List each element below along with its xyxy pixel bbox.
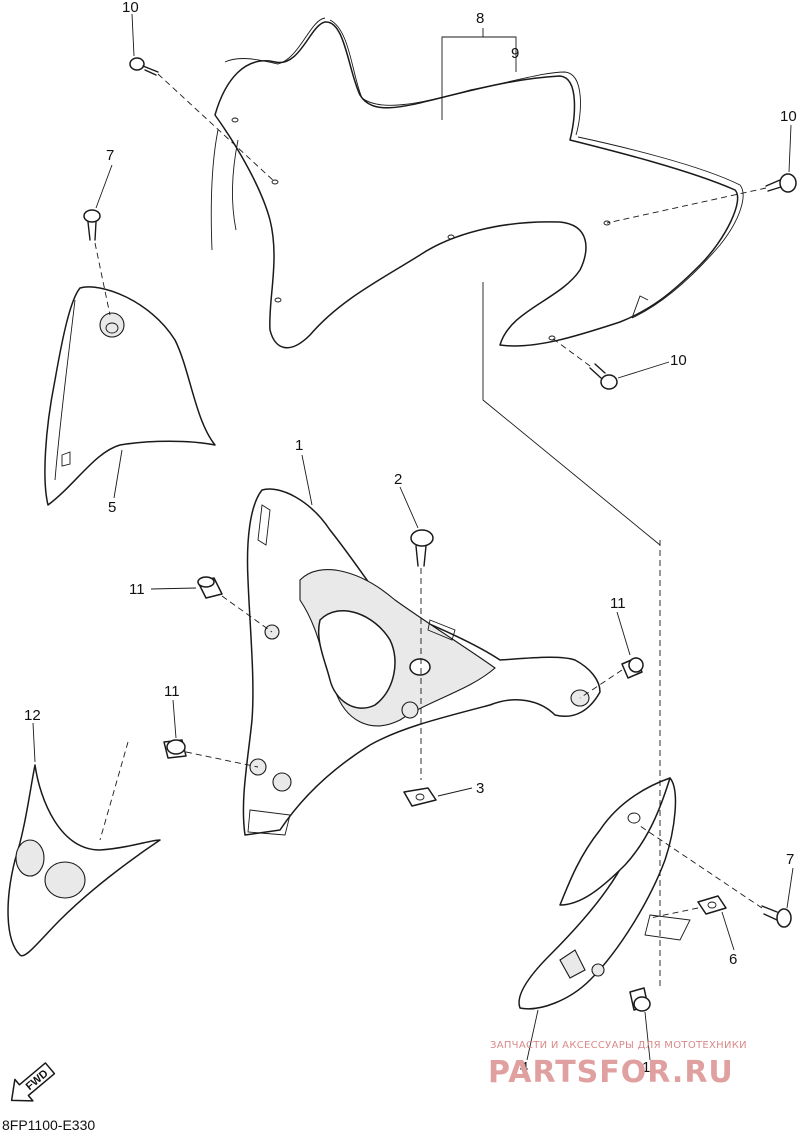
lower-panel-12 [7, 741, 161, 957]
collar-11-d [629, 987, 651, 1012]
leader-lines [32, 13, 794, 1061]
drawing-code: 8FP1100-E330 [2, 1117, 95, 1132]
clip-7-right [639, 825, 792, 928]
callout-7: 7 [106, 147, 114, 164]
screw-10-right [606, 173, 797, 224]
callout-8: 8 [476, 10, 484, 27]
callout-11: 11 [642, 1059, 658, 1076]
nut-3 [403, 787, 437, 807]
callout-3: 3 [476, 780, 484, 797]
callout-5: 5 [108, 499, 116, 516]
callout-11: 11 [129, 581, 145, 598]
callout-11: 11 [610, 595, 626, 612]
screw-10-bottom [551, 337, 618, 390]
side-panel-4 [482, 282, 691, 1010]
watermark: ЗАПЧАСТИ И АКСЕССУАРЫ ДЛЯ МОТОТЕХНИКИ PA… [488, 1040, 747, 1090]
fwd-arrow: FWD [10, 1062, 56, 1102]
callout-10: 10 [780, 108, 797, 125]
callout-2: 2 [394, 471, 402, 488]
callout-4: 4 [520, 1059, 528, 1076]
collar-11-c [163, 739, 259, 768]
callout-labels: 10 7 8 9 10 10 5 1 2 11 11 11 12 3 7 6 4… [24, 0, 797, 1076]
callout-11: 11 [164, 683, 180, 700]
collar-11-a [197, 576, 273, 633]
screw-2 [410, 529, 434, 780]
callout-6: 6 [729, 951, 737, 968]
watermark-brand: PARTSFOR.RU [488, 1055, 734, 1090]
screw-10-top-left [129, 57, 276, 183]
collar-11-b [579, 657, 644, 699]
callout-7: 7 [786, 851, 794, 868]
callout-10: 10 [122, 0, 139, 16]
clip-7-left [83, 209, 111, 316]
callout-1: 1 [295, 437, 303, 454]
clip-6 [649, 895, 727, 919]
callout-10: 10 [670, 352, 687, 369]
callout-12: 12 [24, 707, 41, 724]
callout-9: 9 [511, 45, 519, 62]
main-cowl-1 [242, 488, 601, 836]
watermark-tagline: ЗАПЧАСТИ И АКСЕССУАРЫ ДЛЯ МОТОТЕХНИКИ [490, 1040, 747, 1051]
inner-panel-5 [44, 286, 216, 506]
windshield [210, 17, 744, 349]
